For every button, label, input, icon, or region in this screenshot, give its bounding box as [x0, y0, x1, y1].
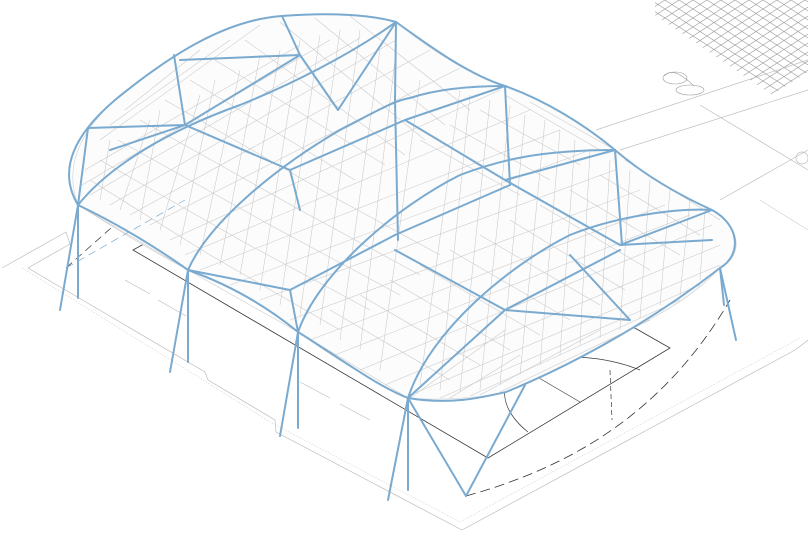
strut: [504, 85, 511, 186]
site-line: [619, 89, 808, 151]
steel-structure: [59, 13, 737, 501]
strut: [504, 309, 631, 321]
strut: [179, 54, 301, 61]
site-line: [595, 59, 808, 131]
column: [465, 384, 526, 497]
strut: [109, 124, 186, 151]
column: [387, 397, 409, 501]
strut: [619, 239, 713, 246]
strut: [394, 184, 511, 236]
edge-cable-front-4: [407, 267, 721, 402]
tree-icon: [662, 71, 705, 96]
edge-cable-back-right: [395, 21, 736, 269]
roof-membrane: [72, 14, 737, 400]
site-line: [759, 199, 808, 231]
strut: [394, 21, 399, 241]
edge-cable-front-2: [187, 269, 299, 333]
column: [719, 267, 725, 306]
line-court-inner: [609, 369, 613, 421]
plinth-outline: [21, 267, 801, 523]
strut: [187, 269, 291, 291]
arch-3: [407, 208, 713, 399]
strut: [614, 149, 623, 246]
plinth-outline: [1, 231, 808, 531]
site-line: [719, 149, 808, 201]
column: [407, 397, 467, 497]
site-line: [699, 104, 808, 171]
strut: [184, 54, 301, 126]
hatched-area: [655, 0, 808, 95]
dashed-outline: [465, 299, 731, 497]
strut: [569, 254, 631, 321]
edge-cable-back-left: [68, 13, 397, 206]
column: [719, 267, 737, 341]
column: [279, 331, 299, 437]
edge-cable-front-1: [77, 204, 189, 271]
arch-0: [77, 21, 397, 206]
strut: [394, 249, 506, 311]
edge-cable-front-3: [297, 331, 409, 399]
paving-marks: [124, 279, 371, 421]
arch-1: [187, 85, 506, 271]
column: [169, 269, 189, 373]
ground-edges: [65, 199, 186, 269]
strut: [337, 21, 397, 111]
column: [59, 204, 79, 311]
arch-2: [297, 149, 616, 333]
strut: [77, 127, 89, 206]
